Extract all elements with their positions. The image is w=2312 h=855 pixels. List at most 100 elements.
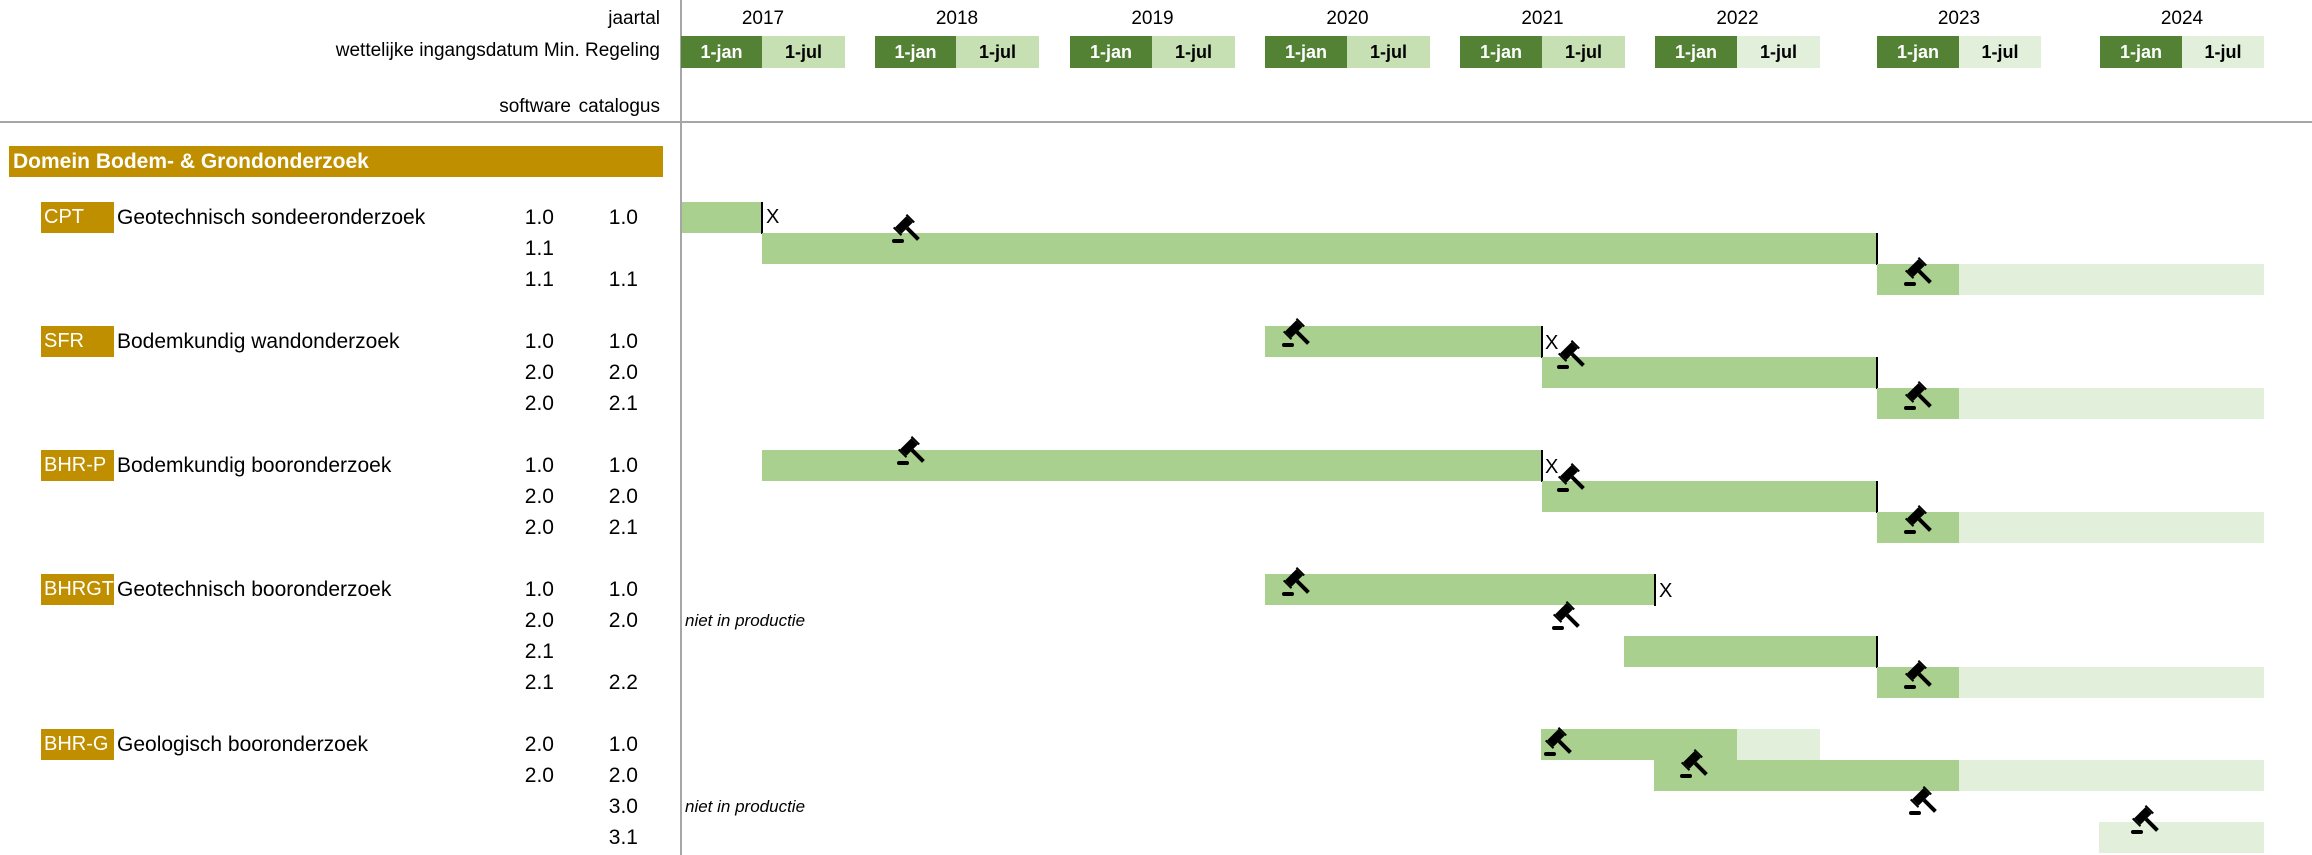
- gavel-icon: [1282, 318, 1312, 350]
- catalogus-version: 2.0: [608, 361, 638, 384]
- end-x-marker: X: [1545, 332, 1559, 354]
- software-version: 1.1: [524, 268, 554, 291]
- bar-sfr-2-0: [1542, 357, 1877, 388]
- catalogus-version: 3.0: [608, 795, 638, 818]
- date-row-label: wettelijke ingangsdatum Min. Regeling: [335, 40, 660, 61]
- end-line: [1876, 233, 1878, 265]
- year-2020: 2020: [1326, 8, 1369, 29]
- end-line: [1876, 481, 1878, 513]
- catalogus-version: 1.0: [608, 454, 638, 477]
- bar-bhrg-2-0-future: [1959, 760, 2264, 791]
- date-2019-jan: 1-jan: [1070, 36, 1152, 68]
- gavel-icon: [1904, 257, 1934, 289]
- gavel-icon: [1904, 381, 1934, 413]
- catalogus-version: 1.0: [608, 733, 638, 756]
- bar-bhrgt-1-0: [1265, 574, 1655, 605]
- year-2024: 2024: [2160, 8, 2204, 29]
- software-version: 2.0: [524, 361, 554, 384]
- software-version: 2.0: [524, 609, 554, 632]
- catalogus-version: 2.2: [608, 671, 638, 694]
- date-2023-jan: 1-jan: [1877, 36, 1959, 68]
- gavel-icon: [1680, 749, 1710, 781]
- catalogus-version: 1.0: [608, 330, 638, 353]
- catalogus-version: 3.1: [608, 826, 638, 849]
- software-column-label: software: [499, 96, 571, 117]
- end-x-marker: X: [1545, 456, 1559, 478]
- catalogus-version: 2.1: [608, 392, 638, 415]
- catalogus-version: 2.0: [608, 764, 638, 787]
- bar-cpt-1-1-cat-future: [1959, 264, 2264, 295]
- catalogus-version: 2.0: [608, 485, 638, 508]
- date-2021-jan: 1-jan: [1460, 36, 1542, 68]
- date-2022-jan: 1-jan: [1655, 36, 1737, 68]
- software-version: 2.0: [524, 392, 554, 415]
- product-name: Bodemkundig wandonderzoek: [117, 330, 400, 353]
- end-line: [1541, 326, 1543, 358]
- end-line: [1876, 357, 1878, 389]
- product-name: Geotechnisch booronderzoek: [117, 578, 392, 601]
- software-version: 1.0: [524, 454, 554, 477]
- not-in-production-note: niet in productie: [685, 797, 806, 816]
- software-version: 1.1: [524, 237, 554, 260]
- year-2023: 2023: [1937, 8, 1981, 29]
- end-x-marker: X: [1659, 580, 1673, 602]
- bar-sfr-1-0: [1265, 326, 1542, 357]
- catalogus-version: 1.1: [608, 268, 638, 291]
- gavel-icon: [1552, 601, 1582, 633]
- bar-bhrp-2-1-future: [1959, 512, 2264, 543]
- catalogus-version: 1.0: [608, 578, 638, 601]
- software-version: 1.0: [524, 330, 554, 353]
- bar-bhrp-1-0: [762, 450, 1542, 481]
- product-code-badge: SFR: [41, 326, 114, 357]
- product-code-badge: BHRGT: [41, 574, 114, 605]
- date-2018-jul: 1-jul: [956, 36, 1039, 68]
- catalogus-version: 1.0: [608, 206, 638, 229]
- date-2024-jul: 1-jul: [2182, 36, 2264, 68]
- year-2019: 2019: [1131, 8, 1174, 29]
- date-2019-jul: 1-jul: [1152, 36, 1235, 68]
- catalogus-version: 2.0: [608, 609, 638, 632]
- product-code-badge: BHR-G: [41, 729, 114, 760]
- date-2023-jul: 1-jul: [1959, 36, 2041, 68]
- software-version: 2.0: [524, 485, 554, 508]
- gavel-icon: [1909, 786, 1939, 818]
- bar-bhrg-1-0-future: [1737, 729, 1820, 760]
- date-2018-jan: 1-jan: [875, 36, 956, 68]
- vertical-divider: [680, 0, 682, 855]
- gavel-icon: [1904, 505, 1934, 537]
- date-2024-jan: 1-jan: [2100, 36, 2182, 68]
- bar-cpt-1-1: [762, 233, 1877, 264]
- date-2022-jul: 1-jul: [1737, 36, 1820, 68]
- date-2021-jul: 1-jul: [1542, 36, 1625, 68]
- horizontal-divider: [0, 121, 2312, 123]
- gavel-icon: [2131, 805, 2161, 837]
- software-version: 2.0: [524, 733, 554, 756]
- software-version: 1.0: [524, 578, 554, 601]
- end-line: [1541, 450, 1543, 482]
- end-line: [1654, 574, 1656, 606]
- date-2020-jul: 1-jul: [1347, 36, 1430, 68]
- date-2017-jul: 1-jul: [762, 36, 845, 68]
- software-version: 2.0: [524, 516, 554, 539]
- software-version: 2.1: [524, 640, 554, 663]
- gavel-icon: [1904, 660, 1934, 692]
- bar-cpt-1-0: [682, 202, 762, 233]
- gavel-icon: [1282, 567, 1312, 599]
- date-2017-jan: 1-jan: [681, 36, 762, 68]
- gavel-icon: [897, 436, 927, 468]
- bar-bhrg-1-0: [1541, 729, 1737, 760]
- end-line: [1876, 636, 1878, 668]
- date-2020-jan: 1-jan: [1265, 36, 1347, 68]
- software-version: 1.0: [524, 206, 554, 229]
- product-name: Bodemkundig booronderzoek: [117, 454, 392, 477]
- product-name: Geotechnisch sondeeronderzoek: [117, 206, 426, 229]
- gavel-icon: [892, 214, 922, 246]
- year-2017: 2017: [741, 8, 785, 29]
- year-2018: 2018: [935, 8, 979, 29]
- gavel-icon: [1557, 340, 1587, 372]
- bar-sfr-2-1-future: [1959, 388, 2264, 419]
- software-version: 2.1: [524, 671, 554, 694]
- software-version: 2.0: [524, 764, 554, 787]
- year-2021: 2021: [1521, 8, 1564, 29]
- bar-bhrp-2-0: [1542, 481, 1877, 512]
